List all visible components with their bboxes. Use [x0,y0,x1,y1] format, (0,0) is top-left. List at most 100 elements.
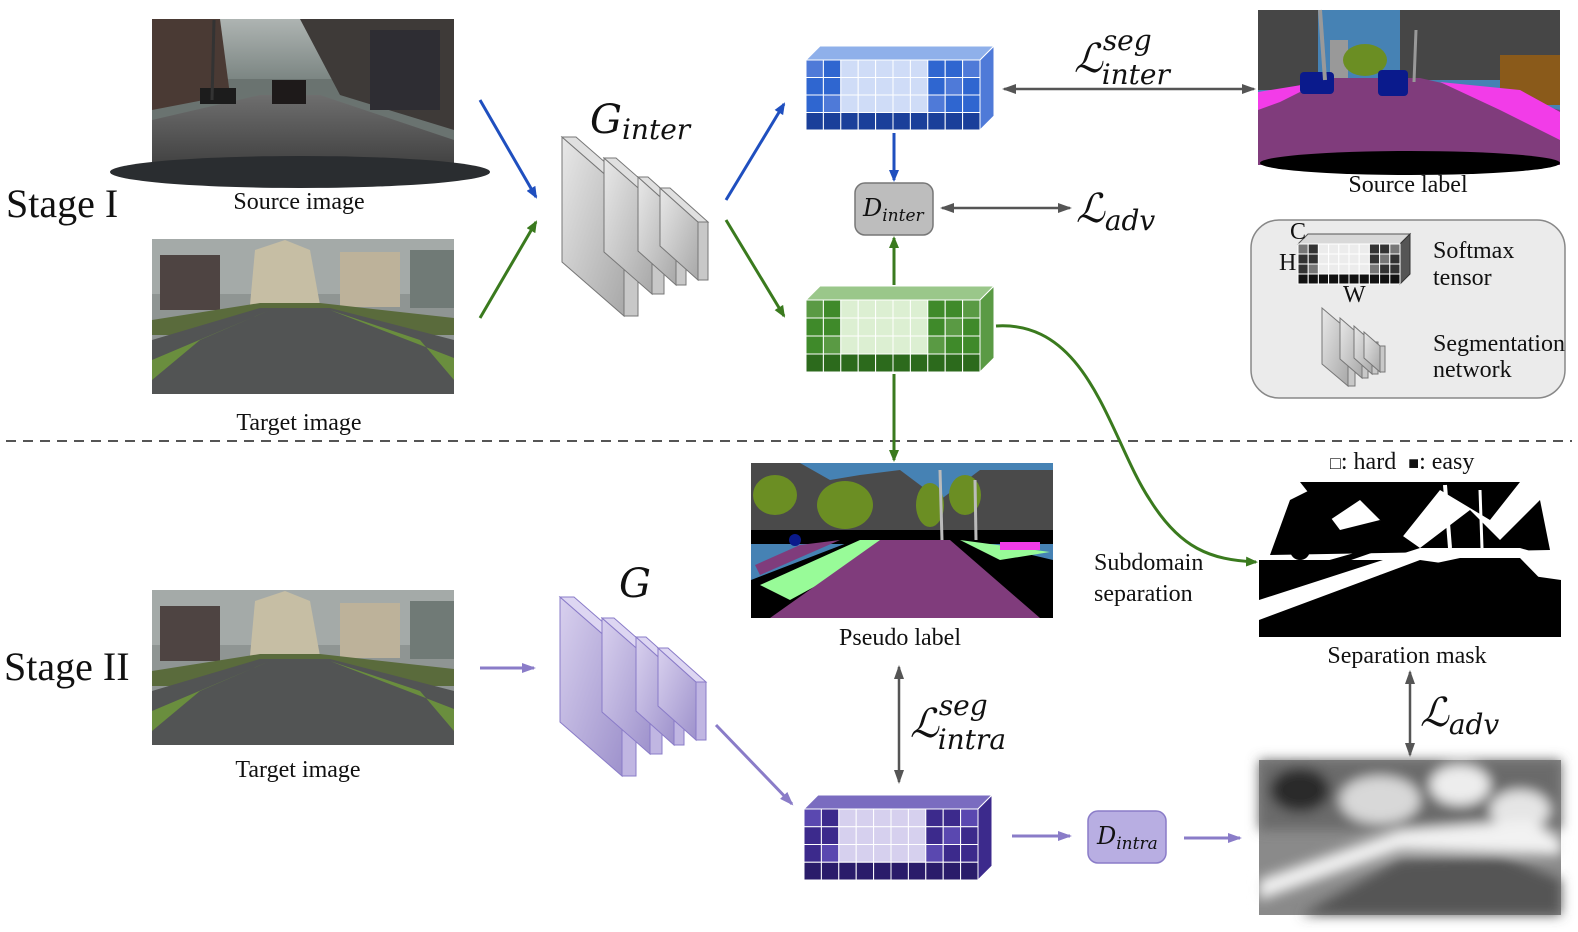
tensor-cell [857,59,877,78]
tensor-cell [960,808,979,828]
tensor-cell [1379,273,1391,285]
legend-softmax-line1: Softmax [1433,238,1514,264]
g-network [558,595,708,778]
pseudo-label-caption: Pseudo label [839,625,961,651]
tensor-cell [857,77,877,96]
tensor-cell [840,77,859,96]
tensor-cell [1348,263,1360,275]
tensor-cell [1379,243,1391,255]
tensor-cell [1307,243,1319,255]
tensor-cell [927,112,946,131]
tensor-cell [892,317,911,337]
tensor-cell [857,353,877,373]
tensor-cell [1317,263,1330,275]
tensor-cell [942,861,962,881]
tensor-cell [944,299,964,319]
pseudo-label-image [751,463,1053,618]
tensor-cell [944,112,964,131]
tensor-cell [855,844,875,863]
source-image-caption: Source image [233,189,364,215]
tensor-cell [820,826,840,845]
tensor-cell [962,94,981,113]
tensor-cell [927,299,946,319]
tensor-cell [1368,263,1381,275]
tensor-cell [1368,253,1381,265]
source-softmax-tensor [804,44,996,132]
tensor-cell [822,317,842,337]
target-image-2 [152,590,454,745]
tensor-cell [840,353,859,373]
tensor-cell [840,317,859,337]
separation-mask-caption: Separation mask [1327,643,1486,669]
tensor-cell [1389,263,1401,275]
tensor-cell [857,299,877,319]
tensor-cell [1379,263,1391,275]
tensor-cell [803,808,822,828]
tensor-cell [925,844,944,863]
loss-adv-2: ℒadv [1420,690,1499,741]
tensor-cell [925,826,944,845]
tensor-cell [838,826,857,845]
legend-dim-w: W [1343,282,1366,308]
source-image [110,19,490,188]
tensor-cell [890,844,909,863]
tensor-cell [873,844,892,863]
tensor-cell [909,77,929,96]
tensor-cell [822,59,842,78]
tensor-cell [1307,273,1319,285]
tensor-cell [1328,243,1340,255]
legend-dim-h: H [1279,250,1296,276]
legend-seg-network-icon [1321,306,1386,388]
stage-2-label: Stage II [4,644,130,689]
tensor-cell [925,861,944,881]
tensor-cell [909,317,929,337]
tensor-cell [1358,263,1370,275]
svg-text:Dintra: Dintra [1096,822,1158,854]
tensor-cell [927,353,946,373]
tensor-cell [909,353,929,373]
tensor-cell [1389,243,1401,255]
tensor-cell [944,77,964,96]
intra-softmax-tensor [802,793,994,882]
target-image-1 [152,239,454,394]
arrow-source-to-ginter [478,99,538,199]
tensor-cell [890,808,909,828]
tensor-cell [875,77,894,96]
tensor-cell [907,826,927,845]
tensor-cell [805,353,824,373]
tensor-cell [875,335,894,355]
tensor-cell [909,112,929,131]
tensor-cell [822,335,842,355]
tensor-cell [1368,273,1381,285]
tensor-cell [805,317,824,337]
tensor-cell [822,94,842,113]
subdomain-line2: separation [1094,581,1193,607]
tensor-cell [1358,243,1370,255]
tensor-cell [944,353,964,373]
tensor-cell [909,299,929,319]
tensor-cell [873,826,892,845]
tensor-cell [944,335,964,355]
arrow-ginter-to-source-tensor [724,102,786,201]
tensor-cell [1297,243,1309,255]
legend-dim-c: C [1290,219,1306,245]
tensor-cell [962,59,981,78]
tensor-cell [1348,243,1360,255]
tensor-cell [1307,263,1319,275]
tensor-cell [962,299,981,319]
tensor-cell [927,94,946,113]
arrow-ginter-to-target-tensor [724,219,786,318]
tensor-cell [805,94,824,113]
tensor-cell [944,59,964,78]
tensor-cell [838,861,857,881]
stage-1-label: Stage I [6,181,118,226]
g-label: G [619,561,651,607]
tensor-cell [840,94,859,113]
arrow-subdomain-separation [995,324,1258,567]
tensor-cell [857,94,877,113]
tensor-cell [840,299,859,319]
tensor-cell [1317,273,1330,285]
tensor-cell [873,808,892,828]
tensor-cell [1297,253,1309,265]
